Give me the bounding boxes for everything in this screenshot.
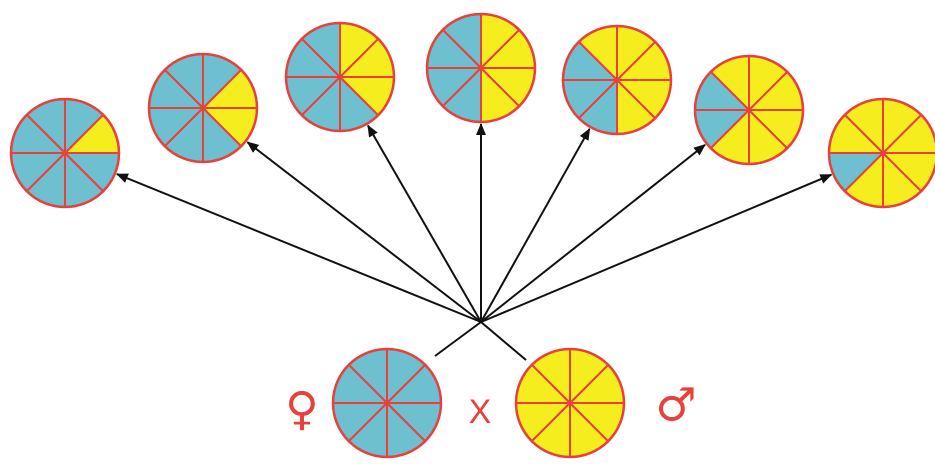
arrow-to-offspring-7 <box>480 173 833 323</box>
parents-row <box>331 347 626 459</box>
pie-outline <box>9 97 121 209</box>
male-parent-line <box>480 321 527 361</box>
pie-outline <box>827 97 935 209</box>
pie-outline <box>147 52 259 164</box>
offspring-pie-6 <box>693 54 805 166</box>
offspring-pie-2 <box>147 52 259 164</box>
offspring-pie-1 <box>9 97 121 209</box>
arrow-to-offspring-1 <box>115 173 482 323</box>
cross-symbol: X <box>469 393 492 431</box>
parent-lines <box>434 321 527 361</box>
pie-outline <box>514 347 626 459</box>
offspring-pie-3 <box>284 21 396 133</box>
pie-outline <box>284 21 396 133</box>
offspring-pie-5 <box>561 24 673 136</box>
pie-outline <box>331 347 443 459</box>
arrow-to-offspring-3 <box>367 124 482 323</box>
arrow-to-offspring-2 <box>246 141 482 323</box>
male-parent-pie <box>514 347 626 459</box>
female-symbol: ♀ <box>285 382 319 436</box>
pie-outline <box>561 24 673 136</box>
arrow-to-offspring-6 <box>480 143 706 323</box>
male-symbol: ♂ <box>655 378 696 432</box>
offspring-pie-4 <box>425 12 537 124</box>
pie-outline <box>693 54 805 166</box>
pie-outline <box>425 12 537 124</box>
offspring-arrows <box>115 123 833 323</box>
arrow-to-offspring-5 <box>480 127 591 323</box>
female-parent-line <box>434 321 482 357</box>
female-parent-pie <box>331 347 443 459</box>
offspring-row <box>9 12 935 209</box>
offspring-pie-7 <box>827 97 935 209</box>
